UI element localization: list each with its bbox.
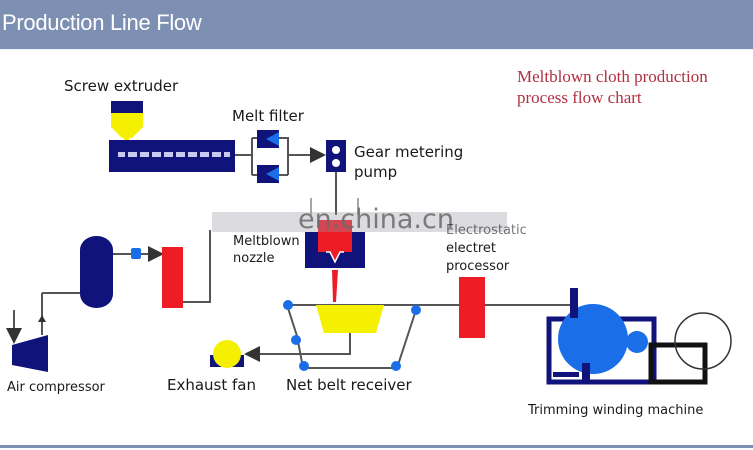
- electret-processor: Electrostatic electret processor: [446, 223, 572, 338]
- watermark-text: en.china.cn: [298, 204, 454, 235]
- net-belt-receiver: Net belt receiver: [244, 300, 460, 394]
- meltblown-nozzle: Meltblown nozzle: [233, 220, 365, 302]
- diagram-title-line2: process flow chart: [517, 88, 642, 107]
- exhaust-fan: Exhaust fan: [167, 340, 256, 394]
- electret-label-line3: processor: [446, 259, 510, 274]
- air-compressor: [12, 335, 48, 372]
- page-header: Production Line Flow: [0, 0, 753, 50]
- screw-extruder-label: Screw extruder: [64, 77, 179, 95]
- trimming-winding-machine: Trimming winding machine: [527, 288, 732, 418]
- melt-filter-label: Melt filter: [232, 107, 305, 125]
- melt-filter: Melt filter: [232, 107, 326, 183]
- trimming-winding-label: Trimming winding machine: [527, 403, 703, 418]
- bottom-divider: [0, 445, 753, 448]
- air-valve: [131, 248, 141, 259]
- diagram-title-line1: Meltblown cloth production: [517, 67, 708, 86]
- air-heater: [162, 247, 183, 308]
- gear-pump-label-line2: pump: [354, 163, 397, 181]
- exhaust-fan-label: Exhaust fan: [167, 376, 256, 394]
- meltblown-label-line1: Meltblown: [233, 234, 300, 249]
- hopper-funnel: [111, 113, 143, 138]
- watermark: en.china.cn: [212, 204, 507, 235]
- meltblown-label-line2: nozzle: [233, 251, 274, 266]
- hopper-cap: [111, 101, 143, 113]
- electret-label-line1: Electrostatic: [446, 223, 527, 238]
- page-title: Production Line Flow: [2, 10, 202, 35]
- net-belt-label: Net belt receiver: [286, 376, 412, 394]
- screw-extruder: Screw extruder: [64, 77, 235, 172]
- air-tank: [80, 236, 113, 308]
- electret-label-line2: electret: [446, 241, 496, 256]
- air-compressor-system: Air compressor: [6, 230, 211, 395]
- air-compressor-label: Air compressor: [7, 380, 106, 395]
- gear-metering-pump: Gear metering pump: [310, 140, 463, 215]
- gear-pump-label-line1: Gear metering: [354, 143, 463, 161]
